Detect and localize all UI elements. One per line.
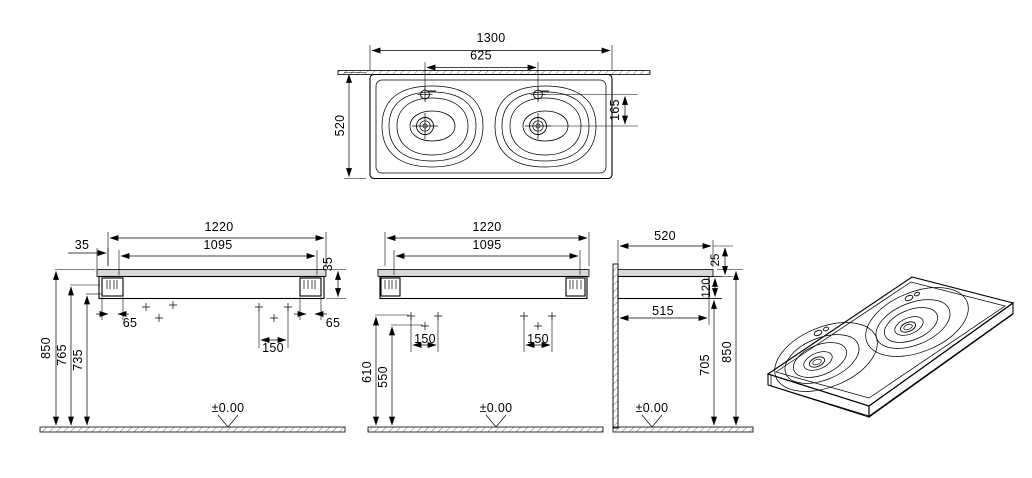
dim-label-plan-depth: 520 bbox=[333, 115, 347, 137]
front-service-points-right bbox=[255, 303, 292, 322]
dim-label-plan-width: 1300 bbox=[476, 31, 505, 45]
dim-label-plan-tap-spacing: 625 bbox=[470, 49, 492, 63]
plan-wall-line bbox=[337, 70, 651, 75]
dim-label-front-bracket-right: 65 bbox=[326, 316, 341, 330]
dim-rear-1095: 1095 bbox=[393, 238, 581, 275]
plan-basin-inner-rim bbox=[375, 79, 607, 174]
rear-counter-top bbox=[377, 269, 590, 277]
dim-front-765: 765 bbox=[55, 284, 100, 426]
dim-front-735: 735 bbox=[71, 293, 102, 426]
dim-label-side-top-thickness: 25 bbox=[710, 254, 722, 267]
front-cabinet-body bbox=[98, 275, 325, 300]
dim-side-515: 515 bbox=[617, 298, 710, 325]
dim-side-520: 520 bbox=[617, 229, 714, 267]
plan-view: 1300 625 520 165 bbox=[333, 31, 651, 180]
dim-label-front-right-offset: 35 bbox=[321, 257, 335, 272]
side-floor-level-symbol: ±0.00 bbox=[636, 401, 669, 428]
rear-service-points-right bbox=[520, 312, 556, 330]
rear-floor-line bbox=[367, 426, 604, 433]
plan-drain-left bbox=[412, 113, 438, 139]
plan-bowl-left bbox=[381, 85, 484, 168]
dim-plan-625: 625 bbox=[424, 49, 539, 90]
rear-service-points-left bbox=[407, 312, 442, 330]
dim-label-rear-supply-left: 150 bbox=[414, 332, 436, 346]
plan-drain-right bbox=[525, 113, 551, 139]
side-counter-top bbox=[617, 269, 714, 277]
dim-label-side-depth-body: 515 bbox=[652, 304, 674, 318]
rear-floor-level-symbol: ±0.00 bbox=[480, 401, 513, 428]
front-floor-level-symbol: ±0.00 bbox=[212, 401, 245, 428]
front-bracket-left bbox=[101, 277, 124, 297]
dim-label-side-height-to-body: 705 bbox=[698, 354, 712, 376]
dim-front-850: 850 bbox=[39, 269, 95, 426]
iso-right-edge bbox=[868, 304, 1014, 417]
dim-label-rear-height-lower: 550 bbox=[376, 366, 390, 388]
iso-top-rim bbox=[775, 281, 1006, 399]
dim-label-front-bracket-left: 65 bbox=[123, 316, 138, 330]
dim-front-1095: 1095 bbox=[118, 238, 318, 275]
rear-bracket-left bbox=[380, 277, 401, 297]
rear-bracket-right bbox=[565, 277, 586, 297]
dim-label-rear-supply-right: 150 bbox=[527, 332, 549, 346]
iso-top-face bbox=[766, 276, 1015, 407]
dim-plan-165: 165 bbox=[543, 94, 638, 127]
dim-label-rear-floor-level: ±0.00 bbox=[480, 401, 513, 415]
plan-basin-outer bbox=[369, 73, 613, 180]
dim-label-front-height-upper: 765 bbox=[55, 344, 69, 366]
dim-front-65-left: 65 bbox=[96, 297, 137, 330]
dim-label-side-depth-total: 520 bbox=[654, 229, 676, 243]
dim-side-120: 120 bbox=[701, 276, 722, 299]
dim-rear-150-left: 150 bbox=[410, 318, 439, 352]
dim-label-side-body-height: 120 bbox=[701, 278, 713, 297]
dim-rear-550: 550 bbox=[376, 324, 423, 426]
dim-label-front-left-offset: 35 bbox=[75, 238, 90, 252]
iso-bowl-right bbox=[865, 287, 969, 357]
side-wall bbox=[612, 263, 619, 429]
dim-label-rear-width: 1220 bbox=[472, 220, 501, 234]
side-cabinet-body bbox=[617, 275, 710, 300]
dim-label-front-height-lower: 735 bbox=[71, 349, 85, 371]
dim-label-side-height-total: 850 bbox=[720, 341, 734, 363]
side-floor-line bbox=[612, 426, 754, 433]
dim-label-front-bracket-spacing: 1095 bbox=[203, 238, 232, 252]
dim-label-front-supply-spacing: 150 bbox=[262, 341, 284, 355]
dim-front-35-right: 35 bbox=[321, 257, 346, 299]
dim-label-side-floor-level: ±0.00 bbox=[636, 401, 669, 415]
dim-side-850: 850 bbox=[717, 269, 743, 426]
iso-front-face bbox=[767, 373, 870, 418]
rear-elevation-view: 1220 1095 150 150 610 bbox=[360, 220, 604, 433]
front-floor-line bbox=[39, 426, 346, 433]
front-service-points-left bbox=[142, 301, 177, 322]
dim-label-front-height-total: 850 bbox=[39, 337, 53, 359]
dim-label-rear-bracket-spacing: 1095 bbox=[472, 238, 501, 252]
rear-cabinet-body bbox=[379, 275, 588, 300]
dim-rear-610: 610 bbox=[360, 314, 409, 426]
dim-side-705: 705 bbox=[698, 298, 722, 426]
dim-plan-1300: 1300 bbox=[369, 31, 613, 70]
dim-label-plan-tap-drain: 165 bbox=[608, 99, 622, 121]
dim-rear-150-right: 150 bbox=[523, 318, 553, 352]
front-bracket-right bbox=[299, 277, 322, 297]
side-elevation-view: 520 25 120 515 705 bbox=[612, 229, 754, 433]
dim-front-150: 150 bbox=[258, 309, 289, 355]
dim-label-front-width: 1220 bbox=[204, 220, 233, 234]
dim-label-rear-height-upper: 610 bbox=[360, 361, 374, 383]
front-counter-top bbox=[96, 269, 327, 277]
dim-label-front-floor-level: ±0.00 bbox=[212, 401, 245, 415]
isometric-view bbox=[766, 276, 1015, 419]
dim-front-35-left: 35 bbox=[68, 238, 109, 269]
dim-front-65-right: 65 bbox=[294, 297, 340, 330]
front-elevation-view: 1220 1095 35 35 65 bbox=[39, 220, 346, 433]
dim-rear-1220: 1220 bbox=[384, 220, 590, 266]
dim-plan-520: 520 bbox=[333, 72, 366, 179]
